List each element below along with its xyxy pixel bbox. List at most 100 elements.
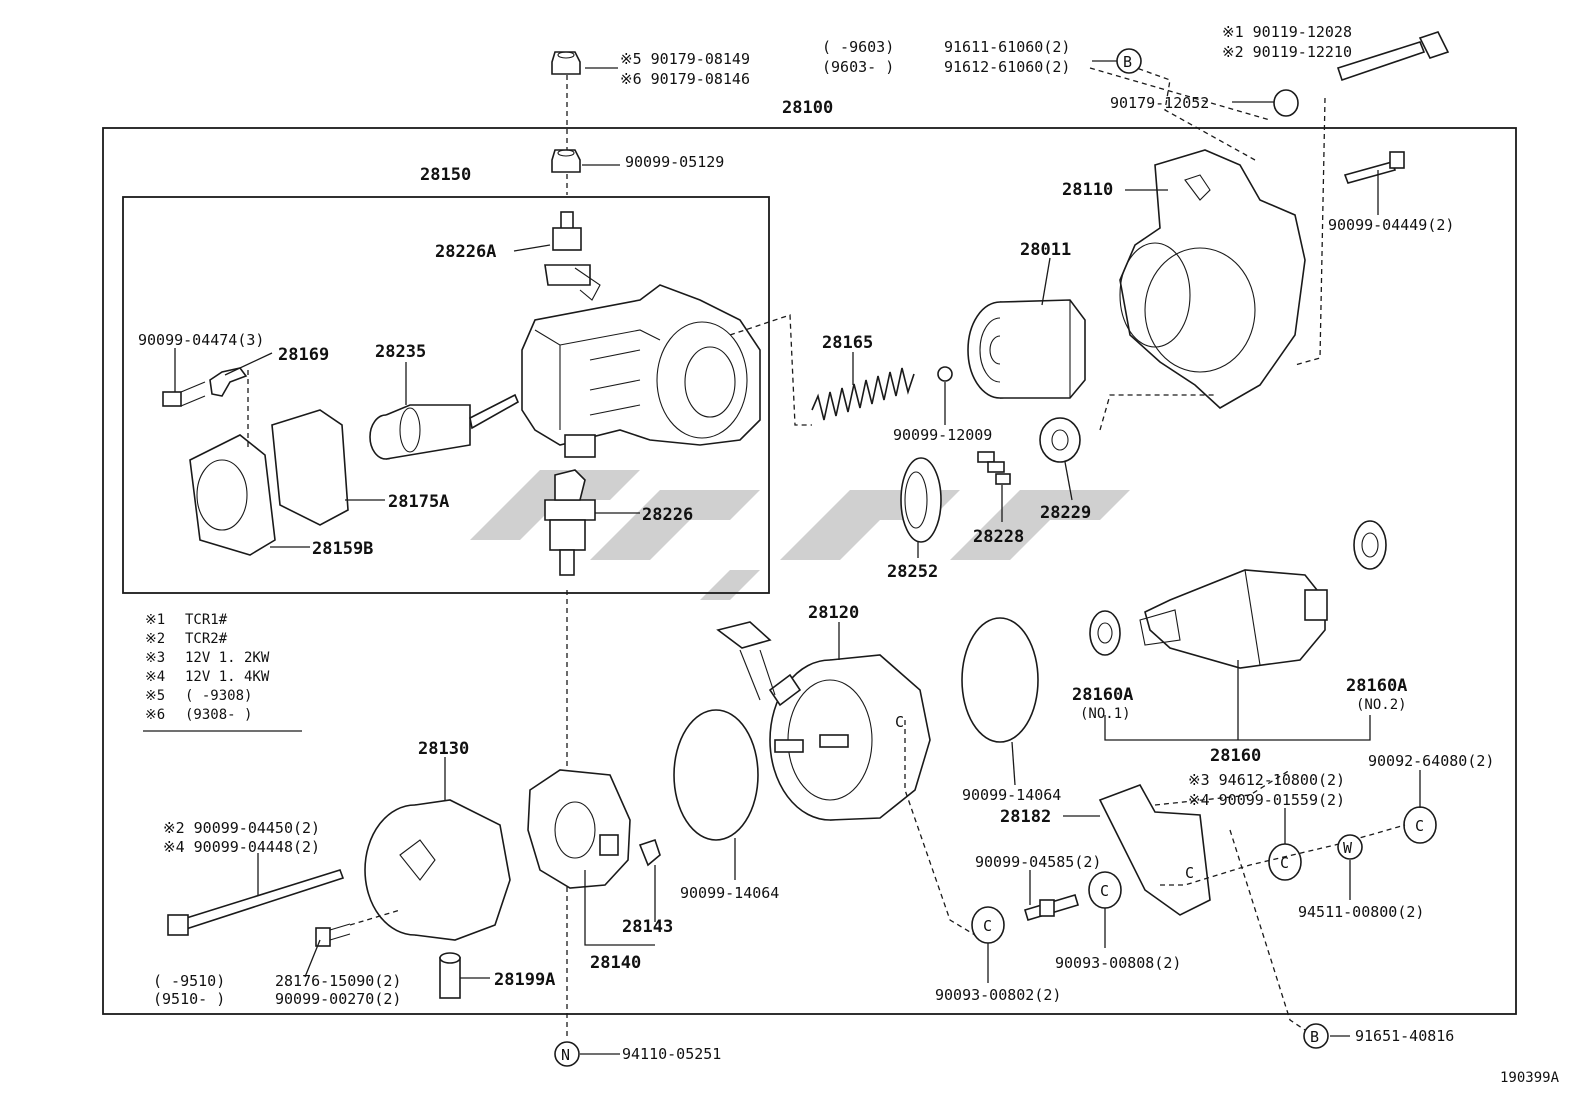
label-90099-14064-right: 90099-14064 (962, 786, 1061, 804)
label-28120: 28120 (808, 603, 859, 623)
label-94612-10800: ※3 94612-10800(2) (1188, 771, 1345, 789)
label-28252: 28252 (887, 562, 938, 582)
leader-lines (174, 60, 1421, 1055)
svg-text:W: W (1343, 839, 1353, 857)
label-90099-04450: ※2 90099-04450(2) (163, 819, 320, 837)
o-ring-90099-14064-right-icon (961, 617, 1039, 743)
nut-90099-05129-icon (551, 149, 581, 173)
clamp-28169-icon (209, 367, 248, 397)
label-28159b: 28159B (312, 539, 373, 559)
label-28228: 28228 (973, 527, 1024, 547)
label-90099-01559: ※4 90099-01559(2) (1188, 791, 1345, 809)
bolt-90099-04449-icon (1343, 151, 1405, 184)
marker-c-yoke: C (895, 713, 904, 731)
assembly-28100-frame (102, 127, 1517, 1015)
terminal-28226-icon (544, 469, 596, 576)
note-text: 12V 1. 2KW (185, 650, 270, 666)
label-28176-15090: 28176-15090(2) (275, 972, 401, 990)
spring-28143-icon (638, 838, 661, 867)
marker-c-washer-3: C (1100, 882, 1109, 900)
label-28140: 28140 (590, 953, 641, 973)
marker-b-bottom: B (1303, 1023, 1329, 1049)
svg-text:N: N (561, 1046, 570, 1064)
through-bolt-90119-icon (1273, 31, 1450, 117)
label-9603-b: (9603- ) (822, 58, 894, 76)
cover-28159b-icon (189, 434, 276, 556)
label-90099-14064-left: 90099-14064 (680, 884, 779, 902)
end-frame-28130-icon (364, 799, 511, 941)
label-28165: 28165 (822, 333, 873, 353)
terminal-bolt-28226a-icon (544, 211, 601, 301)
subassembly-28150-frame (122, 196, 770, 594)
label-no2: (NO.2) (1356, 697, 1407, 713)
label-91651-40816: 91651-40816 (1355, 1027, 1454, 1045)
label-90099-05129: 90099-05129 (625, 153, 724, 171)
note-mark: ※5 (145, 688, 165, 704)
note-text: (9308- ) (185, 707, 252, 723)
marker-c-washer-4: C (983, 917, 992, 935)
label-90099-00270: 90099-00270(2) (275, 990, 401, 1008)
ball-90099-12009-icon (937, 366, 953, 382)
marker-c-washer-2: C (1280, 854, 1289, 872)
label-28229: 28229 (1040, 503, 1091, 523)
spring-28165-icon (811, 367, 915, 421)
armature-28160-icon (1139, 569, 1328, 669)
screw-28176-15090-icon (315, 923, 351, 947)
note-text: TCR1# (185, 612, 228, 628)
label-90092-64080: 90092-64080(2) (1368, 752, 1494, 770)
label-28226: 28226 (642, 505, 693, 525)
note-text: TCR2# (185, 631, 228, 647)
label-90179-08146: ※6 90179-08146 (620, 70, 750, 88)
label-90093-00802: 90093-00802(2) (935, 986, 1061, 1004)
label-28226a: 28226A (435, 242, 496, 262)
label-28011: 28011 (1020, 240, 1071, 260)
label-90099-04585: 90099-04585(2) (975, 853, 1101, 871)
label-no1: (NO.1) (1080, 706, 1131, 722)
clutch-28011-icon (967, 299, 1086, 399)
label-90099-04449: 90099-04449(2) (1328, 216, 1454, 234)
note-text: ( -9308) (185, 688, 252, 704)
plate-28182-icon (1098, 784, 1211, 916)
label-90119-12028: ※1 90119-12028 (1222, 23, 1352, 41)
label-90099-04448: ※4 90099-04448(2) (163, 838, 320, 856)
marker-b-top: B (1116, 48, 1142, 74)
label-28169: 28169 (278, 345, 329, 365)
label-28182: 28182 (1000, 807, 1051, 827)
label-28130: 28130 (418, 739, 469, 759)
rollers-28228-icon (977, 451, 1011, 485)
bearing-28160a-no2-icon (1353, 520, 1387, 570)
housing-28110-icon (1119, 149, 1306, 409)
long-bolt-90099-04450-icon (167, 869, 345, 936)
label-90099-12009: 90099-12009 (893, 426, 992, 444)
marker-c-plate: C (1185, 864, 1194, 882)
bearing-28160a-no1-icon (1089, 610, 1121, 656)
label-90179-08149: ※5 90179-08149 (620, 50, 750, 68)
stud-90099-04585-icon (1024, 894, 1079, 921)
label-94511-00800: 94511-00800(2) (1298, 903, 1424, 921)
note-mark: ※1 (145, 612, 165, 628)
label-28199a: 28199A (494, 970, 555, 990)
gasket-28175a-icon (271, 409, 349, 526)
notes-legend: ※1 TCR1# ※2 TCR2# ※3 12V 1. 2KW ※4 12V 1… (143, 612, 302, 732)
label-91612-61060: 91612-61060(2) (944, 58, 1070, 76)
brush-holder-28140-icon (527, 769, 631, 889)
label-28160a-no2: 28160A (1346, 676, 1407, 696)
note-mark: ※3 (145, 650, 165, 666)
label-28143: 28143 (622, 917, 673, 937)
plunger-28235-icon (369, 393, 520, 460)
o-ring-90099-14064-left-icon (673, 709, 759, 841)
label-28110: 28110 (1062, 180, 1113, 200)
bolt-90099-04474-icon (162, 381, 206, 407)
label-9510-b: (9510- ) (153, 990, 225, 1008)
cap-28199a-icon (439, 952, 461, 999)
gear-28252-icon (900, 457, 942, 543)
label-28235: 28235 (375, 342, 426, 362)
note-mark: ※2 (145, 631, 165, 647)
label-90179-12052: 90179-12052 (1110, 94, 1209, 112)
label-28175a: 28175A (388, 492, 449, 512)
svg-text:B: B (1310, 1028, 1319, 1046)
label-9510-a: ( -9510) (153, 972, 225, 990)
label-9603-a: ( -9603) (822, 38, 894, 56)
note-mark: ※4 (145, 669, 165, 685)
